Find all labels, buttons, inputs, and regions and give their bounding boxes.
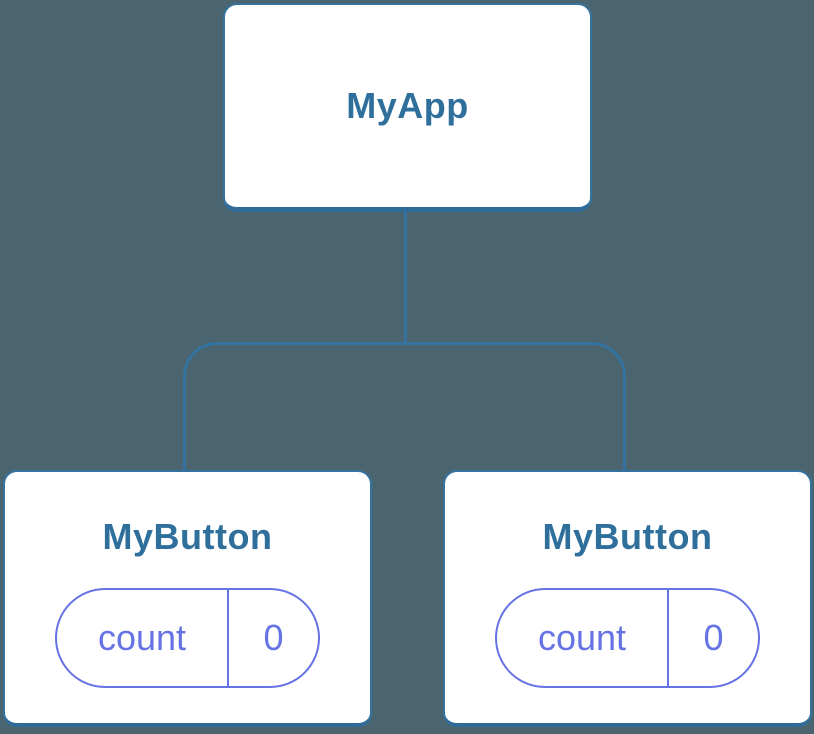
state-key-cell: count	[497, 590, 667, 686]
state-pill: count 0	[55, 587, 320, 688]
state-pill-divider	[227, 589, 229, 686]
child-node-mybutton-left: MyButton count 0	[3, 470, 372, 727]
child-node-label: MyButton	[102, 515, 273, 557]
state-value-cell: 0	[669, 590, 758, 686]
state-pill: count 0	[495, 587, 760, 688]
state-value-cell: 0	[229, 590, 318, 686]
state-key-label: count	[97, 616, 187, 658]
child-node-label: MyButton	[542, 515, 713, 557]
state-pill-divider	[667, 589, 669, 686]
root-node-label: MyApp	[346, 85, 469, 126]
root-node-myapp: MyApp	[223, 3, 592, 212]
connector-bracket-line	[183, 342, 626, 470]
child-node-mybutton-right: MyButton count 0	[443, 470, 812, 727]
state-key-cell: count	[57, 590, 227, 686]
state-value-label: 0	[263, 616, 284, 658]
state-value-label: 0	[703, 616, 724, 658]
connector-stem-line	[404, 212, 407, 343]
state-key-label: count	[537, 616, 627, 658]
